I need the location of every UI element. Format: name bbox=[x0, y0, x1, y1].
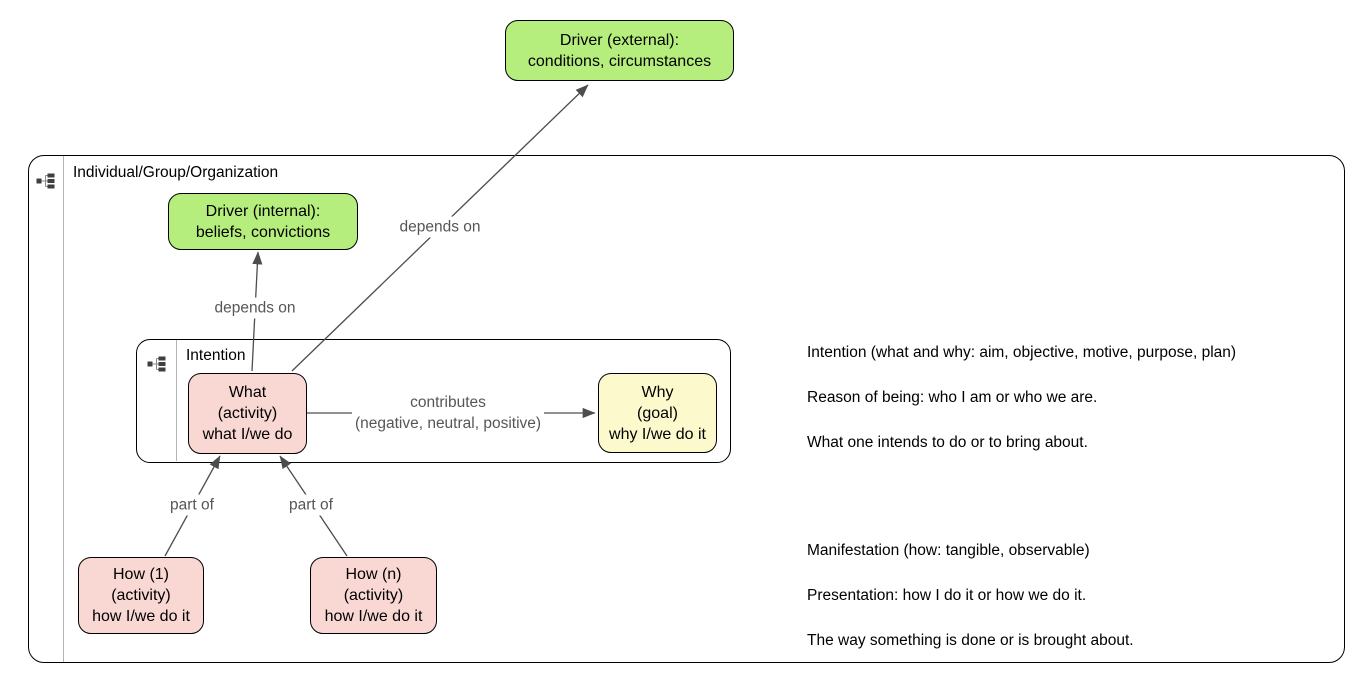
node-driver-external[interactable]: Driver (external): conditions, circumsta… bbox=[505, 20, 734, 81]
group-intention-title: Intention bbox=[186, 347, 246, 364]
node-what[interactable]: What (activity) what I/we do bbox=[188, 373, 307, 454]
edge-label-depends-on-external: depends on bbox=[396, 216, 484, 238]
node-how-n[interactable]: How (n) (activity) how I/we do it bbox=[310, 557, 437, 634]
annotation-manifestation-notes: Manifestation (how: tangible, observable… bbox=[807, 542, 1134, 649]
hierarchy-icon bbox=[36, 173, 55, 194]
node-driver-internal[interactable]: Driver (internal): beliefs, convictions bbox=[168, 193, 358, 250]
edge-label-part-of-n: part of bbox=[286, 494, 336, 516]
node-how-1[interactable]: How (1) (activity) how I/we do it bbox=[78, 557, 204, 634]
edge-label-part-of-1: part of bbox=[167, 494, 217, 516]
node-why[interactable]: Why (goal) why I/we do it bbox=[598, 373, 717, 453]
group-organization[interactable] bbox=[28, 155, 1345, 663]
group-organization-divider bbox=[63, 156, 64, 662]
annotation-intention-notes: Intention (what and why: aim, objective,… bbox=[807, 344, 1237, 451]
edge-label-contributes: contributes (negative, neutral, positive… bbox=[351, 392, 545, 434]
group-intention[interactable] bbox=[136, 339, 731, 463]
edge-label-depends-on-internal: depends on bbox=[211, 297, 299, 319]
group-organization-title: Individual/Group/Organization bbox=[73, 164, 279, 181]
hierarchy-icon bbox=[147, 356, 166, 377]
group-intention-divider bbox=[176, 340, 177, 461]
